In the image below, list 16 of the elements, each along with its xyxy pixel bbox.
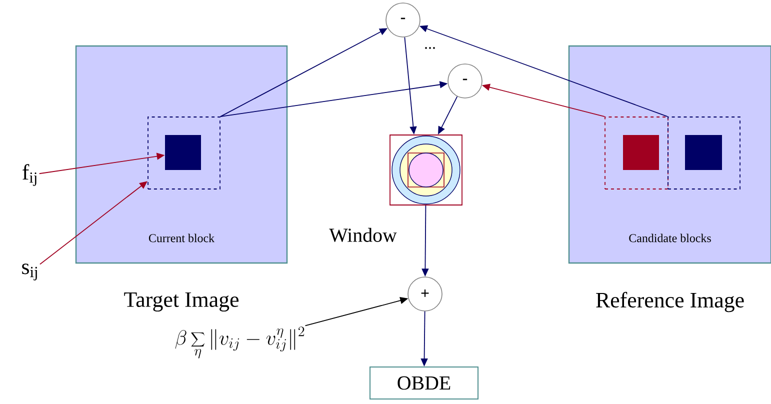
- block-caption: Candidate blocks: [629, 234, 711, 242]
- block-caption: Current block: [148, 234, 215, 242]
- dashed-block: [668, 116, 740, 190]
- window-label: Window: [329, 228, 397, 242]
- dashed-block: [148, 116, 220, 190]
- dashed-block: [604, 116, 668, 190]
- symbol-label: f$_{ij}$: [22, 164, 36, 186]
- output-box: OBDE: [370, 366, 478, 400]
- image-title: Reference Image: [596, 292, 744, 312]
- formula: $\beta\sum_{\eta}\| v_{ij}-v_{ij}^{\eta}\|^{2}$: [175, 326, 304, 358]
- pixel-square: [685, 135, 722, 170]
- ellipsis-label: ...: [425, 47, 435, 49]
- pixel-square: [165, 135, 201, 170]
- image-title: Target Image: [124, 292, 239, 312]
- pixel-square: [623, 135, 659, 170]
- symbol-label: s$_{ij}$: [22, 264, 37, 280]
